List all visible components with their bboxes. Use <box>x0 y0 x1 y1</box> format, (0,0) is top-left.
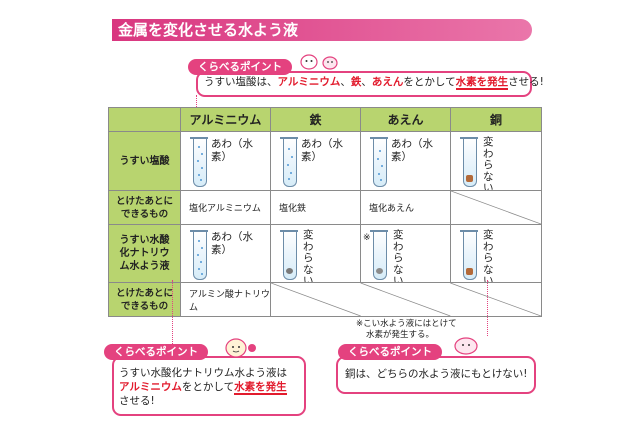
bottom-left-callout-box <box>112 356 306 416</box>
cell-naoh-zinc: ※ 変わらない <box>360 224 451 283</box>
footnote: ※こい水よう液にはとけて 水素が発生する。 <box>356 319 457 340</box>
test-tube-icon <box>280 137 298 187</box>
cell-text: あわ（水素） <box>211 138 253 163</box>
right-callout-leader <box>487 280 488 336</box>
section-title: 金属を変化させる水よう液 <box>118 21 299 39</box>
cell-hcl-zinc: あわ（水素） <box>360 131 451 191</box>
bottom-right-callout-label: くらべるポイント <box>338 344 442 360</box>
test-tube-icon <box>280 230 298 280</box>
left-callout-leader <box>172 280 173 344</box>
character-icon <box>448 334 484 356</box>
col-header-iron: 鉄 <box>270 107 361 132</box>
test-tube-icon <box>370 137 388 187</box>
bottom-left-callout-label: くらべるポイント <box>104 344 208 360</box>
test-tube-icon <box>460 137 478 187</box>
comparison-table: アルミニウム 鉄 あえん 銅 うすい塩酸 あわ（水素） あわ（水素） あわ（水素… <box>108 107 542 317</box>
test-tube-icon <box>190 230 208 280</box>
col-header-copper: 銅 <box>450 107 542 132</box>
cell-hcl-iron: あわ（水素） <box>270 131 361 191</box>
bottom-left-callout-text: うすい水酸化ナトリウム水よう液は アルミニウムをとかして水素を発生 させる! <box>119 367 287 407</box>
row-header-hcl: うすい塩酸 <box>108 131 181 191</box>
top-callout-label: くらべるポイント <box>188 59 292 75</box>
cell-text: あわ（水素） <box>211 231 253 256</box>
cell-text: あわ（水素） <box>301 138 343 163</box>
test-tube-icon <box>190 137 208 187</box>
title-bar <box>112 19 532 41</box>
col-header-zinc: あえん <box>360 107 451 132</box>
cell-product-iron: 塩化鉄 <box>270 190 361 225</box>
cell-product-naoh-aluminum: アルミン酸ナトリウム <box>180 282 271 317</box>
cell-text: あわ（水素） <box>391 138 433 163</box>
cell-text: 変わらない <box>483 229 494 283</box>
col-header-aluminum: アルミニウム <box>180 107 271 132</box>
top-callout-text: うすい塩酸は、アルミニウム、鉄、あえんをとかして水素を発生させる! <box>204 76 544 90</box>
cell-naoh-aluminum: あわ（水素） <box>180 224 271 283</box>
cell-naoh-copper: 変わらない <box>450 224 542 283</box>
row-header-hcl-product: とけたあとにできるもの <box>108 190 181 225</box>
cell-hcl-copper: 変わらない <box>450 131 542 191</box>
cell-hcl-aluminum: あわ（水素） <box>180 131 271 191</box>
cell-naoh-iron: 変わらない <box>270 224 361 283</box>
cell-product-naoh-empty <box>270 282 542 317</box>
table-corner <box>108 107 181 132</box>
cell-product-aluminum: 塩化アルミニウム <box>180 190 271 225</box>
test-tube-icon <box>460 230 478 280</box>
cell-text: 変わらない <box>303 229 314 283</box>
top-callout-leader <box>196 95 197 109</box>
top-callout-box <box>196 71 532 97</box>
cell-product-copper-empty <box>450 190 542 225</box>
asterisk-mark: ※ <box>363 233 371 243</box>
kuma-character-icon <box>300 52 338 70</box>
cell-text: 変わらない <box>393 229 404 283</box>
character-icon <box>222 336 262 358</box>
cell-product-zinc: 塩化あえん <box>360 190 451 225</box>
test-tube-icon <box>370 230 388 280</box>
bottom-right-callout-text: 銅は、どちらの水よう液にもとけない! <box>345 368 528 380</box>
row-header-naoh-product: とけたあとにできるもの <box>108 282 181 317</box>
row-header-naoh: うすい水酸化ナトリウム水よう液 <box>108 224 181 283</box>
cell-text: 変わらない <box>483 136 494 191</box>
